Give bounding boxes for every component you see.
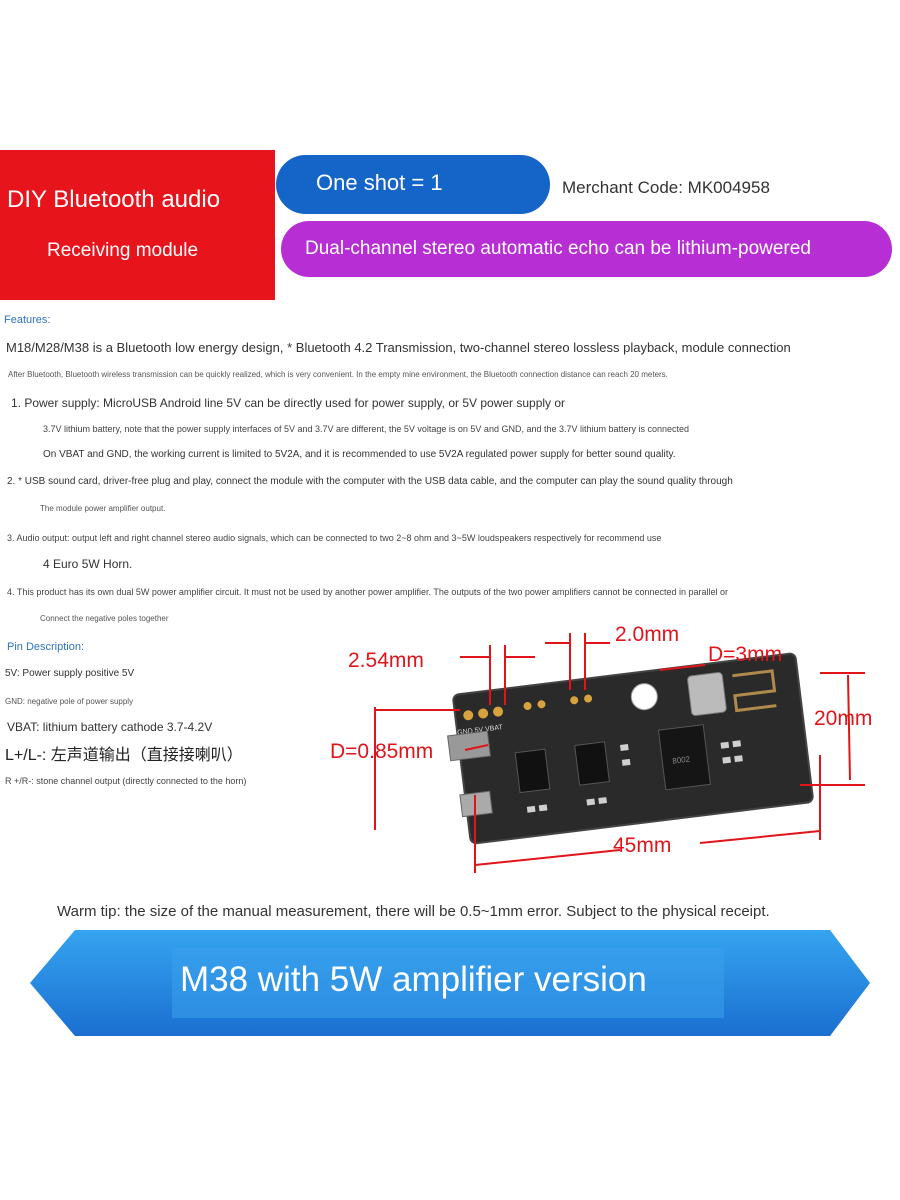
feature-item-1c: On VBAT and GND, the working current is … (43, 449, 676, 460)
dim-pin-diameter: D=0.85mm (330, 740, 433, 763)
dim-length: 45mm (613, 834, 671, 857)
feature-item-2b: The module power amplifier output. (40, 504, 166, 513)
merchant-code: Merchant Code: MK004958 (562, 178, 770, 197)
header-red-panel (0, 150, 275, 300)
shot-label: One shot = 1 (316, 170, 443, 195)
feature-item-1b: 3.7V lithium battery, note that the powe… (43, 424, 690, 434)
pin-gnd: GND: negative pole of power supply (5, 697, 134, 706)
pin-right-channel: R +/R-: stone channel output (directly c… (5, 776, 247, 786)
banner-shape (30, 930, 870, 1036)
features-heading: Features: (4, 314, 51, 326)
feature-item-2a: 2. * USB sound card, driver-free plug an… (7, 476, 733, 487)
pcb-board: GND 5V VBAT 8002 (447, 652, 814, 845)
warm-tip: Warm tip: the size of the manual measure… (57, 903, 770, 920)
dim-spacing: 2.0mm (615, 623, 679, 646)
features-intro-2: After Bluetooth, Bluetooth wireless tran… (8, 370, 668, 379)
dim-height: 20mm (814, 707, 872, 730)
tagline-badge (281, 221, 892, 277)
pin-vbat: VBAT: lithium battery cathode 3.7-4.2V (7, 720, 213, 734)
dim-pitch: 2.54mm (348, 649, 424, 672)
shot-badge (276, 155, 550, 214)
pin-left-channel: L+/L-: 左声道输出（直接接喇叭） (5, 747, 243, 764)
feature-item-3a: 3. Audio output: output left and right c… (7, 533, 662, 543)
banner-title: M38 with 5W amplifier version (180, 960, 647, 999)
pins-heading: Pin Description: (7, 641, 85, 653)
dim-hole: D=3mm (708, 643, 782, 666)
pin-5v: 5V: Power supply positive 5V (5, 668, 135, 679)
features-intro: M18/M28/M38 is a Bluetooth low energy de… (6, 340, 791, 355)
feature-item-3b: 4 Euro 5W Horn. (43, 557, 133, 571)
tagline-text: Dual-channel stereo automatic echo can b… (305, 238, 811, 259)
feature-item-4a: 4. This product has its own dual 5W powe… (7, 587, 729, 597)
feature-item-1a: 1. Power supply: MicroUSB Android line 5… (11, 396, 566, 410)
board-diagram: GND 5V VBAT 8002 (330, 623, 872, 873)
feature-item-4b: Connect the negative poles together (40, 614, 169, 623)
page-subtitle: Receiving module (47, 240, 199, 261)
chip-mark: 8002 (672, 755, 691, 766)
page-title: DIY Bluetooth audio (7, 186, 221, 213)
